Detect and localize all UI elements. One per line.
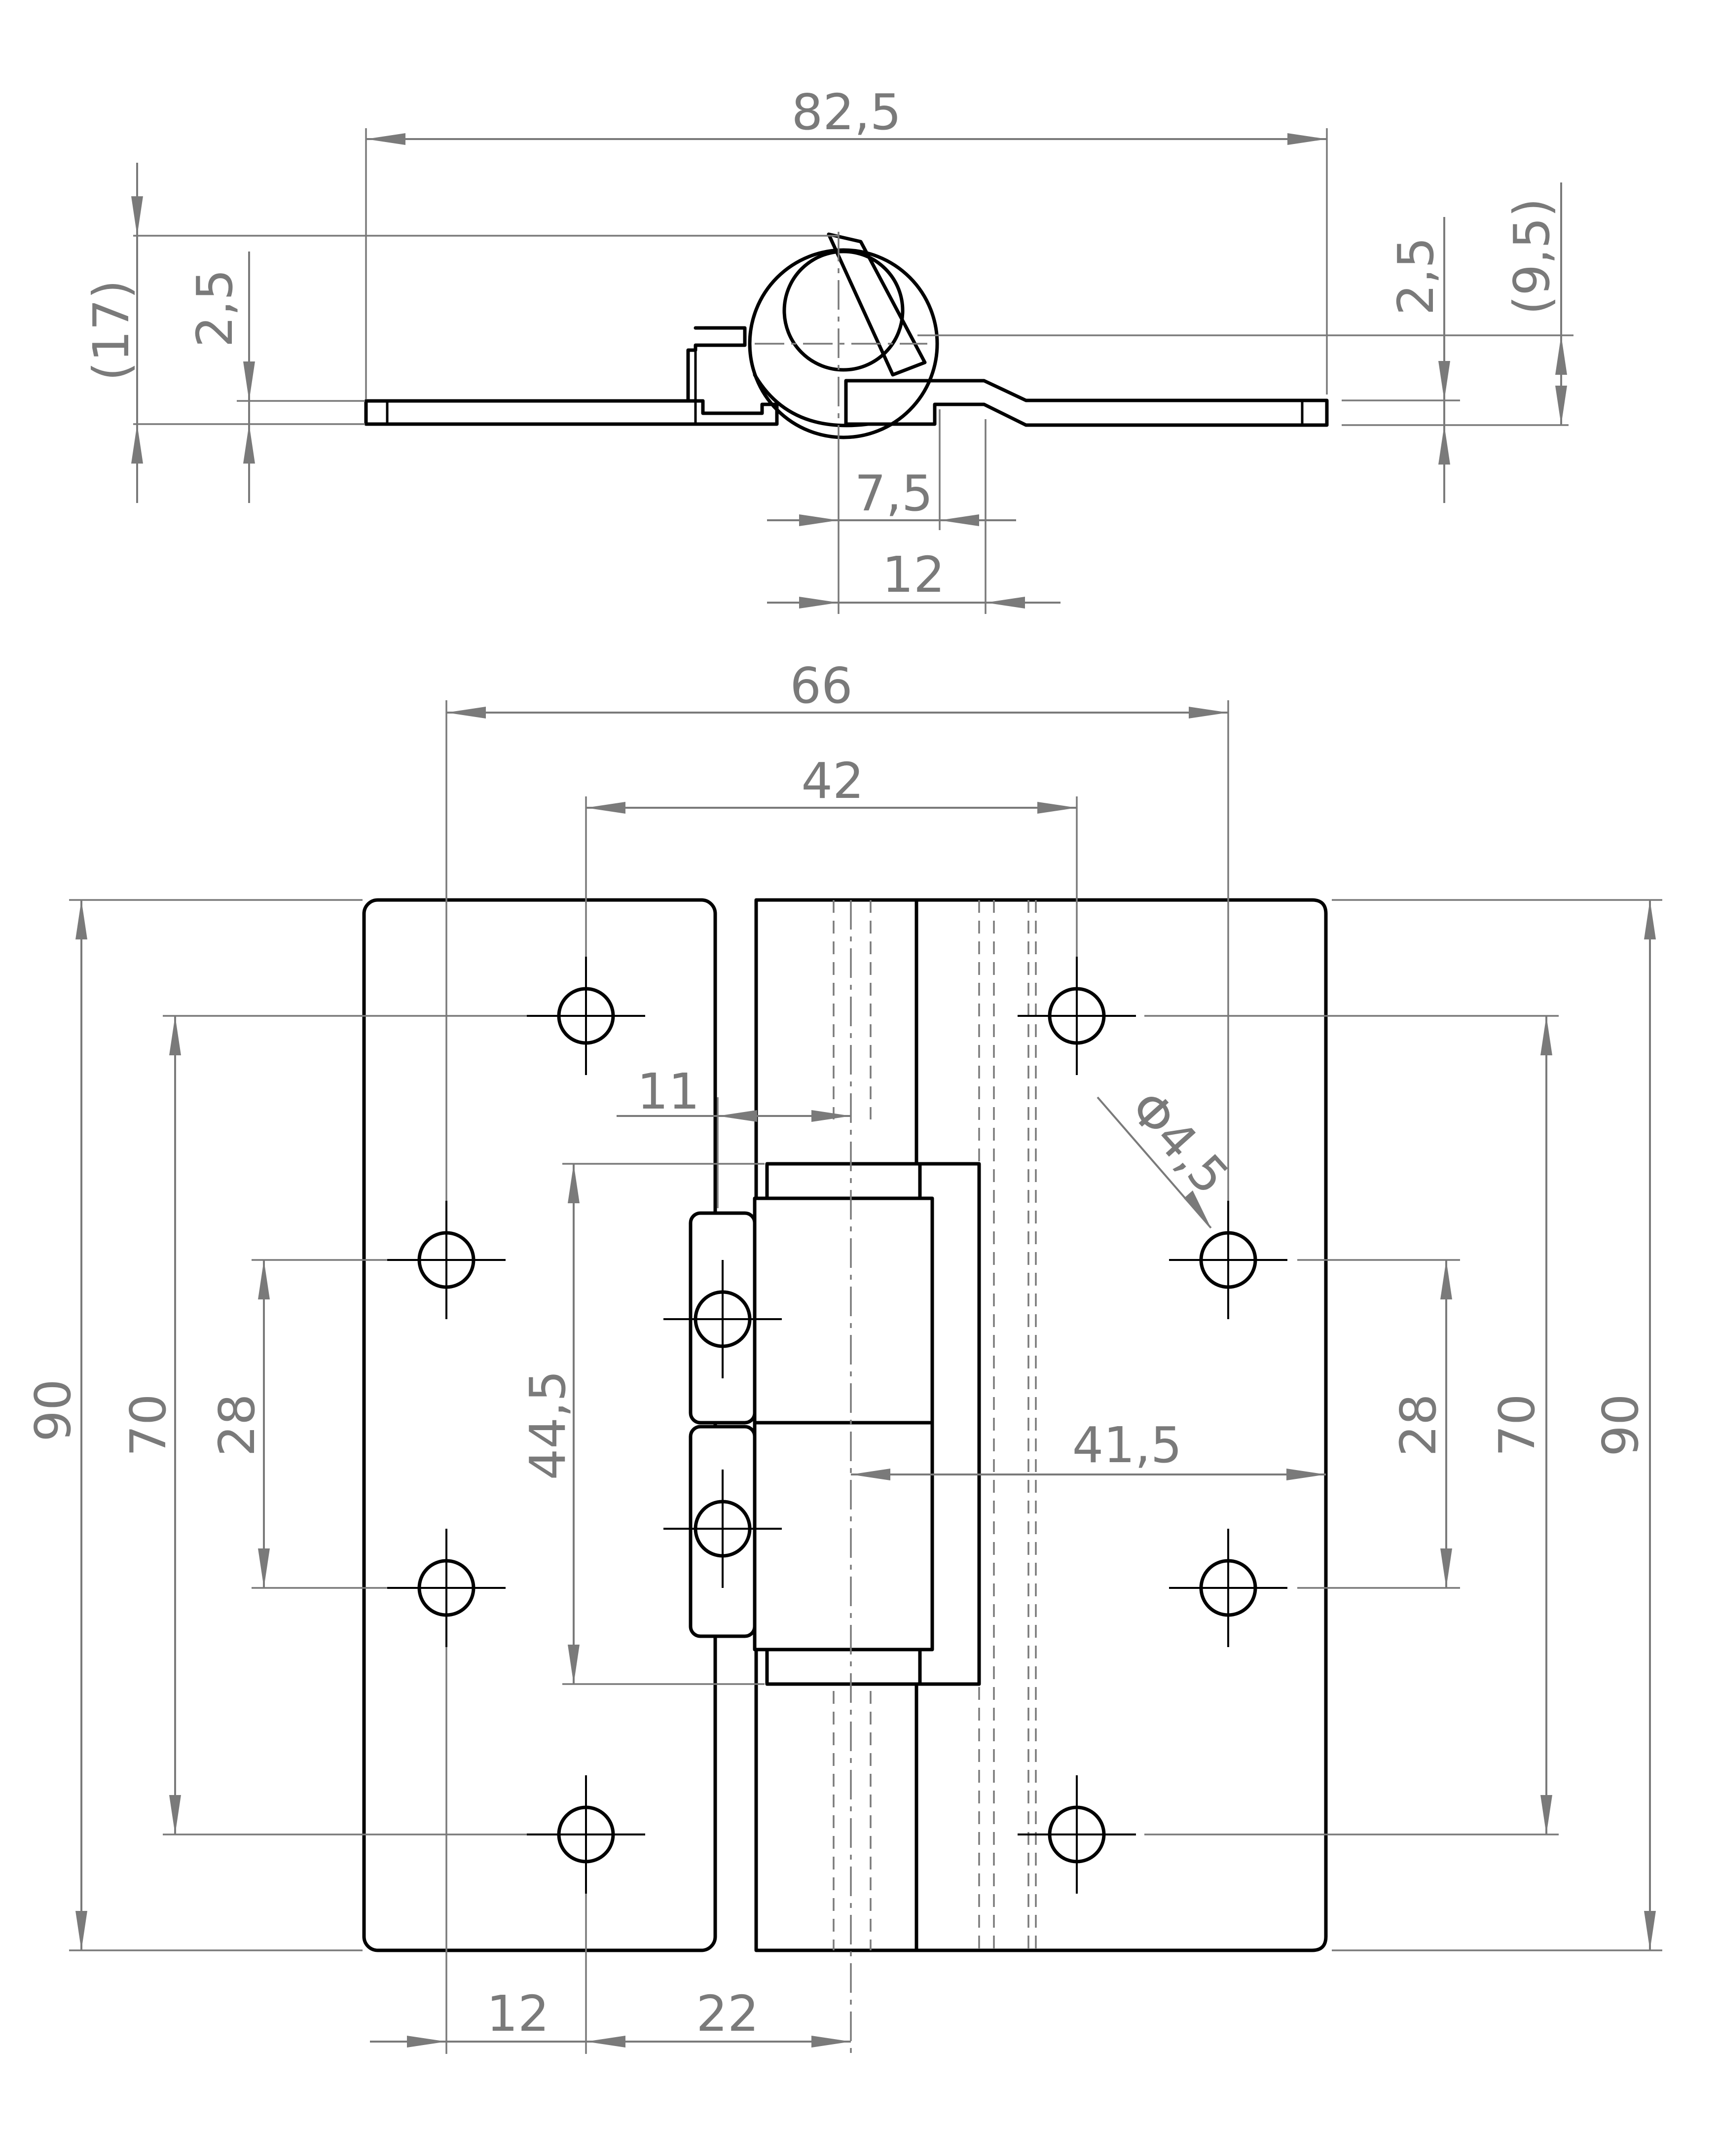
arrow [169,1016,181,1055]
pin-lever [827,232,927,377]
arrow [407,2036,446,2048]
arrow [1286,1469,1326,1480]
arrow [1644,900,1656,939]
arrow [1438,361,1450,400]
knuckle-side [918,1162,981,1686]
arrow [811,2036,851,2048]
arrow [258,1260,270,1299]
front-view: 66 42 11 Φ4,5 90 70 [24,657,1662,2054]
dim-82-5: 82,5 [792,83,902,141]
arrow [131,424,143,464]
arrow [1287,133,1327,145]
right-leaf [754,898,1328,1952]
arrow [1555,335,1567,375]
arrow [568,1164,580,1203]
dim-90-right: 90 [1592,1394,1649,1456]
arrow [75,1911,87,1950]
holes [387,957,1287,1894]
dim-41-5: 41,5 [1072,1416,1182,1474]
arrow [243,424,255,464]
dim-9-5: (9,5) [1503,198,1561,315]
dim-11: 11 [637,1063,699,1120]
dim-12-top: 12 [882,546,945,604]
dim-70-left: 70 [119,1394,177,1456]
arrow [1440,1548,1452,1588]
arrow [1540,1795,1552,1834]
arrow [169,1795,181,1834]
arrow [1555,386,1567,425]
dim-12-bottom: 12 [486,1985,549,2043]
arrow [1189,707,1228,719]
right-leaf-profile [844,379,1329,427]
arrow [718,1110,757,1122]
dim-7-5: 7,5 [854,465,933,522]
arrow [75,900,87,939]
dim-28-right: 28 [1390,1394,1447,1456]
arrow [243,361,255,401]
left-knuckle-block [686,326,747,403]
arrow [986,597,1025,609]
dim-2-5-left: 2,5 [186,269,244,347]
dim-90-left: 90 [24,1379,82,1441]
arrow [1037,802,1077,814]
arrow [446,707,486,719]
dim-17: (17) [82,280,140,381]
left-leaf-profile [364,399,779,426]
dim-42: 42 [801,752,864,810]
dim-66: 66 [790,657,852,715]
dim-44-5: 44,5 [519,1370,577,1480]
knuckle-band-top [765,1162,922,1200]
dim-70-right: 70 [1488,1394,1546,1456]
arrow [1540,1016,1552,1055]
dim-28-left: 28 [208,1394,266,1456]
arrow [851,1469,890,1480]
arrow [1184,1190,1211,1228]
dim-2-5-right: 2,5 [1387,237,1445,315]
arrow [940,514,979,526]
arrow [1440,1260,1452,1299]
arrow [799,514,839,526]
arrow [586,2036,625,2048]
top-view: 82,5 (17) 2,5 2,5 (9,5) 7,5 [82,83,1573,614]
arrow [1438,425,1450,465]
arrow [258,1548,270,1588]
arrow [811,1110,851,1122]
arrow [568,1645,580,1684]
dim-22-bottom: 22 [696,1985,759,2043]
arrow [799,597,839,609]
arrow [586,802,625,814]
pin-circle [782,250,905,372]
arrow [131,196,143,236]
knuckle-band-bottom [765,1648,922,1686]
arrow [1644,1911,1656,1950]
arrow [366,133,405,145]
